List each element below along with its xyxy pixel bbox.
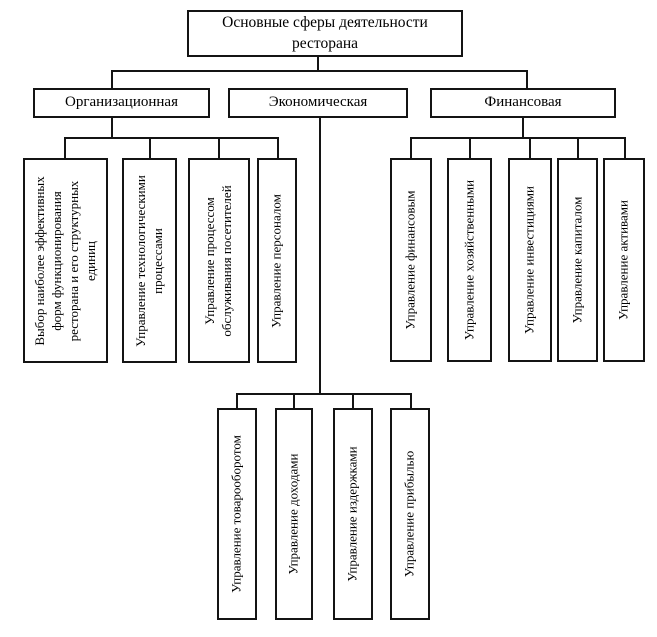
connector — [522, 116, 524, 139]
leaf-fin-4: Управление капиталом — [557, 158, 598, 362]
branch-econ: Экономическая — [228, 88, 408, 118]
leaf-org-4: Управление персоналом — [257, 158, 297, 363]
leaf-fin-5: Управление активами — [603, 158, 645, 362]
leaf-fin-4-label: Управление капиталом — [569, 196, 585, 324]
leaf-econ-4: Управление прибылью — [390, 408, 430, 620]
connector — [410, 137, 412, 159]
leaf-org-3-label: Управление процессом обслуживания посети… — [202, 184, 234, 337]
connector — [218, 137, 220, 159]
branch-org-label: Организационная — [65, 94, 178, 111]
leaf-fin-2: Управление хозяйственными — [447, 158, 492, 362]
leaf-econ-3-label: Управление издержками — [344, 446, 360, 582]
branch-fin-label: Финансовая — [484, 94, 562, 111]
leaf-org-2: Управление технологическими процессами — [122, 158, 177, 363]
connector — [410, 137, 626, 139]
connector — [469, 137, 471, 159]
connector — [577, 137, 579, 159]
leaf-org-2-label: Управление технологическими процессами — [132, 174, 165, 347]
connector — [236, 393, 412, 395]
connector — [111, 70, 113, 89]
connector — [64, 137, 66, 159]
connector — [293, 393, 295, 409]
leaf-fin-2-label: Управление хозяйственными — [461, 179, 477, 341]
leaf-org-4-label: Управление персоналом — [268, 193, 284, 328]
leaf-econ-1-label: Управление товарооборотом — [228, 435, 244, 593]
leaf-econ-2-label: Управление доходами — [285, 453, 301, 575]
leaf-fin-5-label: Управление активами — [615, 200, 631, 320]
branch-fin: Финансовая — [430, 88, 616, 118]
connector — [236, 393, 238, 409]
leaf-econ-3: Управление издержками — [333, 408, 373, 620]
connector — [64, 137, 279, 139]
leaf-fin-1-label: Управление финансовым — [402, 190, 418, 330]
leaf-org-3: Управление процессом обслуживания посети… — [188, 158, 250, 363]
root-node: Основные сферы деятельности ресторана — [187, 10, 463, 57]
connector — [529, 137, 531, 159]
branch-org: Организационная — [33, 88, 210, 118]
leaf-econ-2: Управление доходами — [275, 408, 313, 620]
connector — [410, 393, 412, 409]
connector — [277, 137, 279, 159]
connector — [317, 55, 319, 72]
connector — [352, 393, 354, 409]
connector — [624, 137, 626, 159]
leaf-econ-4-label: Управление прибылью — [401, 450, 417, 578]
leaf-org-1: Выбор наиболее эффективных форм функцион… — [23, 158, 108, 363]
leaf-fin-3-label: Управление инвестициями — [521, 186, 537, 335]
connector — [319, 116, 321, 395]
leaf-fin-3: Управление инвестициями — [508, 158, 552, 362]
connector — [526, 70, 528, 89]
connector — [111, 116, 113, 139]
connector — [149, 137, 151, 159]
leaf-org-1-label: Выбор наиболее эффективных форм функцион… — [31, 175, 98, 346]
connector — [111, 70, 528, 72]
leaf-fin-1: Управление финансовым — [390, 158, 432, 362]
branch-econ-label: Экономическая — [268, 94, 368, 111]
leaf-econ-1: Управление товарооборотом — [217, 408, 257, 620]
root-node-label: Основные сферы деятельности ресторана — [222, 13, 428, 52]
